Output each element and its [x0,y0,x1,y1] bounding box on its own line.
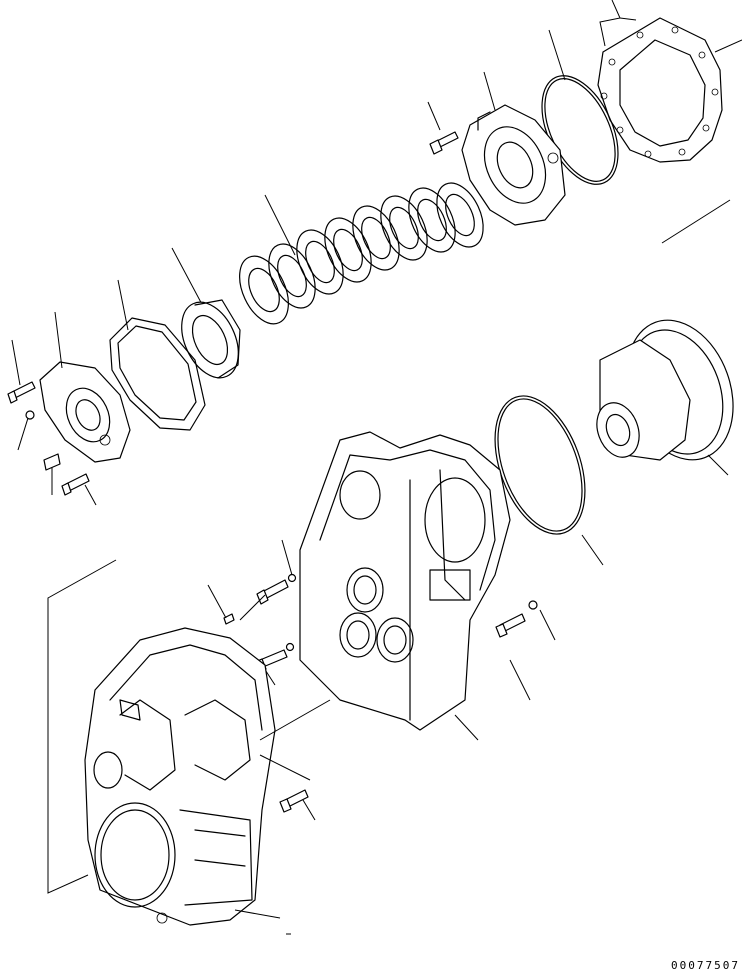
leader-lines-case [454,609,556,741]
front-cover [39,361,131,463]
torque-converter [596,319,734,461]
front-housing [84,627,276,926]
o-ring-large [494,395,604,566]
clutch-retainer-housing [461,104,566,226]
front-gasket [109,317,206,431]
leader-lines-top-right [427,0,742,244]
small-fasteners-left [7,381,90,496]
bolt-top [429,131,459,155]
bolt-bottom [279,789,309,813]
drawing-number: 00077507 [671,959,740,972]
clutch-disc-pack [239,182,484,325]
leader-lines-converter [707,454,729,476]
clutch-piston [181,299,241,379]
transmission-case [299,431,511,731]
leader-lines-bottom [47,559,331,935]
leader-lines-top-middle [117,194,296,331]
